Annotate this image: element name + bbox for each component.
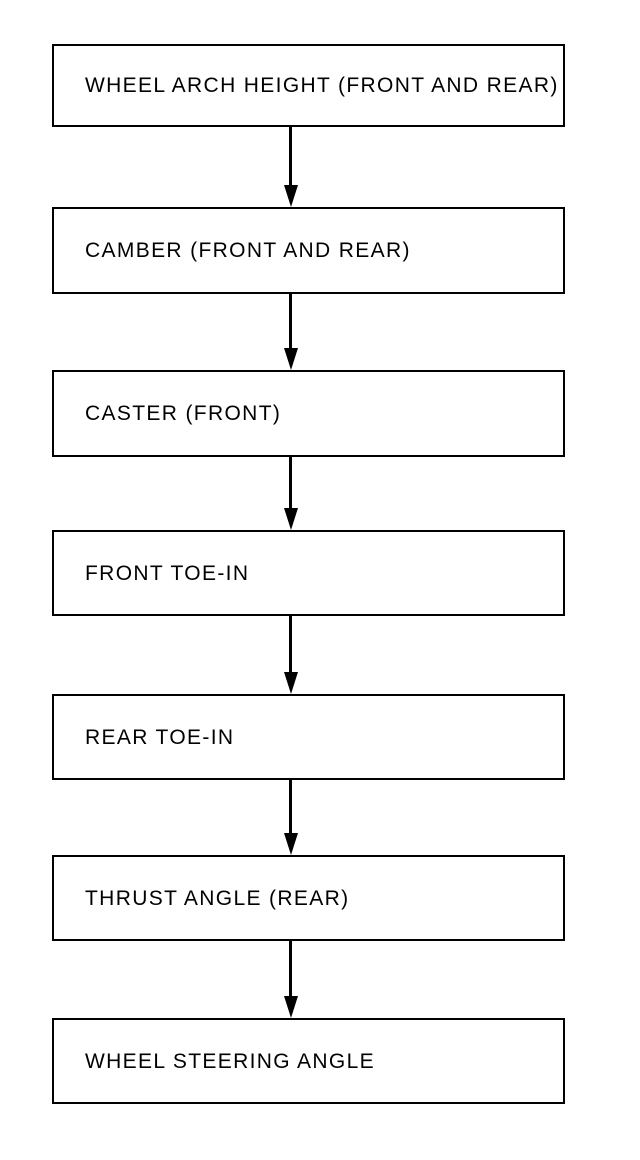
flowchart-node-label: REAR TOE-IN (85, 725, 235, 749)
arrow-stem (289, 294, 292, 350)
flowchart-node-label: FRONT TOE-IN (85, 561, 250, 585)
arrow-down-icon (284, 672, 298, 694)
flowchart-node-label: THRUST ANGLE (REAR) (85, 886, 350, 910)
flowchart-node-step-5: REAR TOE-IN (52, 694, 565, 780)
flowchart-node-step-3: CASTER (FRONT) (52, 370, 565, 457)
arrow-down-icon (284, 996, 298, 1018)
flowchart-arrow-6 (283, 941, 299, 1018)
flowchart-node-step-2: CAMBER (FRONT AND REAR) (52, 207, 565, 294)
arrow-stem (289, 941, 292, 998)
arrow-stem (289, 780, 292, 835)
arrow-stem (289, 616, 292, 674)
flowchart-node-label: CASTER (FRONT) (85, 402, 282, 425)
flowchart-node-step-1: WHEEL ARCH HEIGHT (FRONT AND REAR) (52, 44, 565, 127)
flowchart-arrow-4 (283, 616, 299, 694)
arrow-down-icon (284, 508, 298, 530)
arrow-down-icon (284, 348, 298, 370)
arrow-down-icon (284, 833, 298, 855)
arrow-stem (289, 127, 292, 187)
arrow-down-icon (284, 185, 298, 207)
flowchart-node-label: WHEEL STEERING ANGLE (85, 1049, 375, 1073)
flowchart-node-label: CAMBER (FRONT AND REAR) (85, 239, 411, 262)
flowchart-node-step-4: FRONT TOE-IN (52, 530, 565, 616)
flowchart-arrow-1 (283, 127, 299, 207)
arrow-stem (289, 457, 292, 510)
flowchart-arrow-2 (283, 294, 299, 370)
flowchart-node-label: WHEEL ARCH HEIGHT (FRONT AND REAR) (85, 74, 559, 97)
flowchart-node-step-7: WHEEL STEERING ANGLE (52, 1018, 565, 1104)
flowchart-arrow-5 (283, 780, 299, 855)
flowchart-node-step-6: THRUST ANGLE (REAR) (52, 855, 565, 941)
flowchart-arrow-3 (283, 457, 299, 530)
